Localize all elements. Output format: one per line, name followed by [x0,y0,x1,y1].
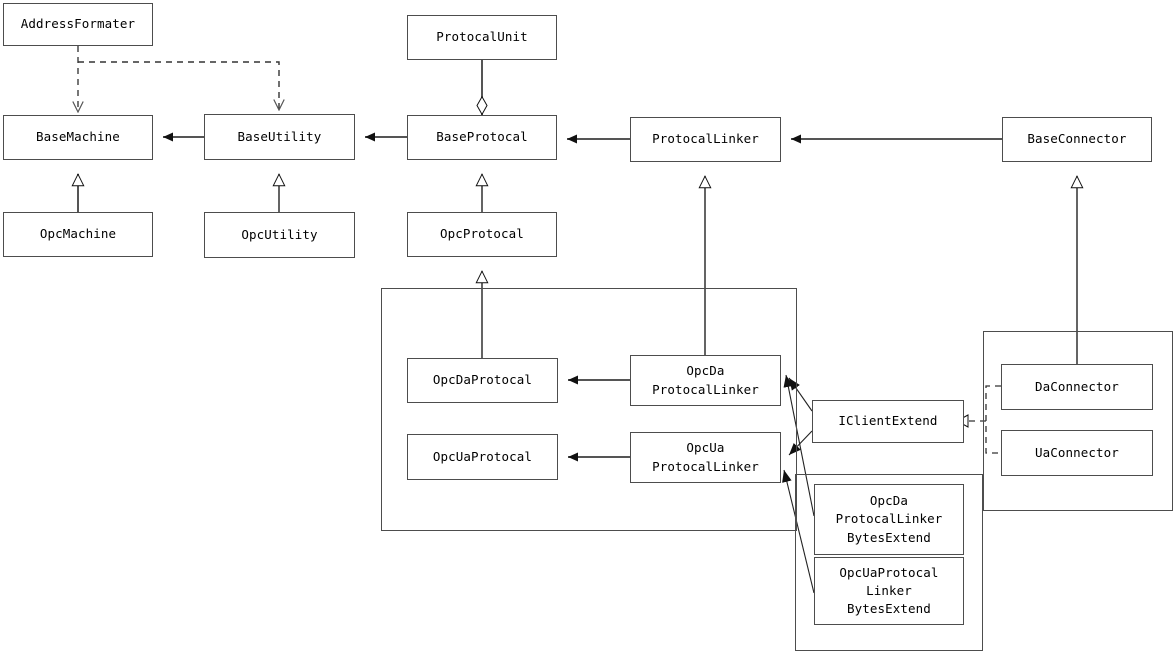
class-node-base-connector[interactable]: BaseConnector [1002,117,1152,162]
class-node-opc-da-protocal-linker[interactable]: OpcDa ProtocalLinker [630,355,781,406]
class-node-iclient-extend[interactable]: IClientExtend [812,400,964,443]
class-node-protocal-linker[interactable]: ProtocalLinker [630,117,781,162]
edge-addressformater-to-baseutility [78,61,279,110]
class-node-opc-utility[interactable]: OpcUtility [204,212,355,258]
class-node-opc-ua-protocal-linker[interactable]: OpcUa ProtocalLinker [630,432,781,483]
class-node-opc-protocal[interactable]: OpcProtocal [407,212,557,257]
group-protocal-implementations [381,288,797,531]
class-node-base-utility[interactable]: BaseUtility [204,114,355,160]
class-node-opc-ua-protocal[interactable]: OpcUaProtocal [407,434,558,480]
class-node-base-machine[interactable]: BaseMachine [3,115,153,160]
group-connectors [983,331,1173,511]
class-node-opc-da-protocal-linker-bytes-extend[interactable]: OpcDa ProtocalLinker BytesExtend [814,484,964,555]
class-node-address-formater[interactable]: AddressFormater [3,3,153,46]
edges-dependency [78,46,279,112]
class-node-opc-da-protocal[interactable]: OpcDaProtocal [407,358,558,403]
class-node-ua-connector[interactable]: UaConnector [1001,430,1153,476]
class-node-base-protocal[interactable]: BaseProtocal [407,115,557,160]
class-node-da-connector[interactable]: DaConnector [1001,364,1153,410]
class-node-protocal-unit[interactable]: ProtocalUnit [407,15,557,60]
class-node-opc-machine[interactable]: OpcMachine [3,212,153,257]
class-node-opc-ua-protocal-linker-bytes-extend[interactable]: OpcUaProtocal Linker BytesExtend [814,557,964,625]
